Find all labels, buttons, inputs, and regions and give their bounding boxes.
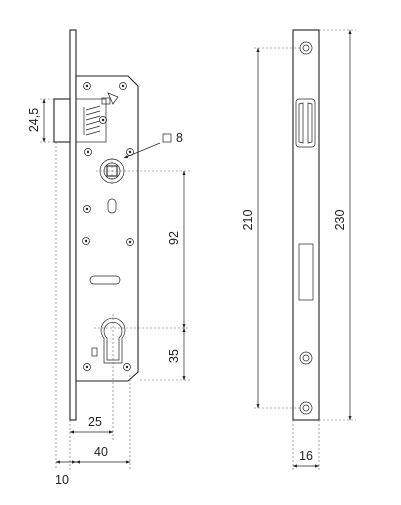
bolt-opening [298,243,314,301]
spindle-square-callout: 8 [123,131,183,159]
case-depth-label: 40 [94,445,108,459]
backset-label: 25 [88,415,102,429]
faceplate-length-label: 230 [333,210,347,231]
latch-housing [75,98,107,143]
lock-case [75,75,139,382]
latch-lever [107,92,119,105]
center-marks [38,98,190,470]
faceplate-front [292,29,320,421]
latch-height-label: 24,5 [27,108,41,132]
cylinder-bottom-label: 35 [167,349,181,363]
case-screws [82,82,134,371]
faceplate-side [69,29,77,421]
latch-spring [85,105,101,136]
screw-spacing-label: 210 [241,210,255,231]
cylinder-cutout [100,317,126,364]
faceplate-width-label: 16 [299,449,313,463]
oval-slot [107,198,117,214]
spindle-cylinder-label: 92 [167,231,181,245]
lock-side-view [53,29,139,421]
faceplate-thickness-label: 10 [55,473,69,487]
spindle-square-label: 8 [176,131,183,145]
horizontal-slot [89,275,121,285]
faceplate-front-view [292,29,320,421]
latch-bolt [53,98,71,143]
latch-opening [295,98,316,148]
